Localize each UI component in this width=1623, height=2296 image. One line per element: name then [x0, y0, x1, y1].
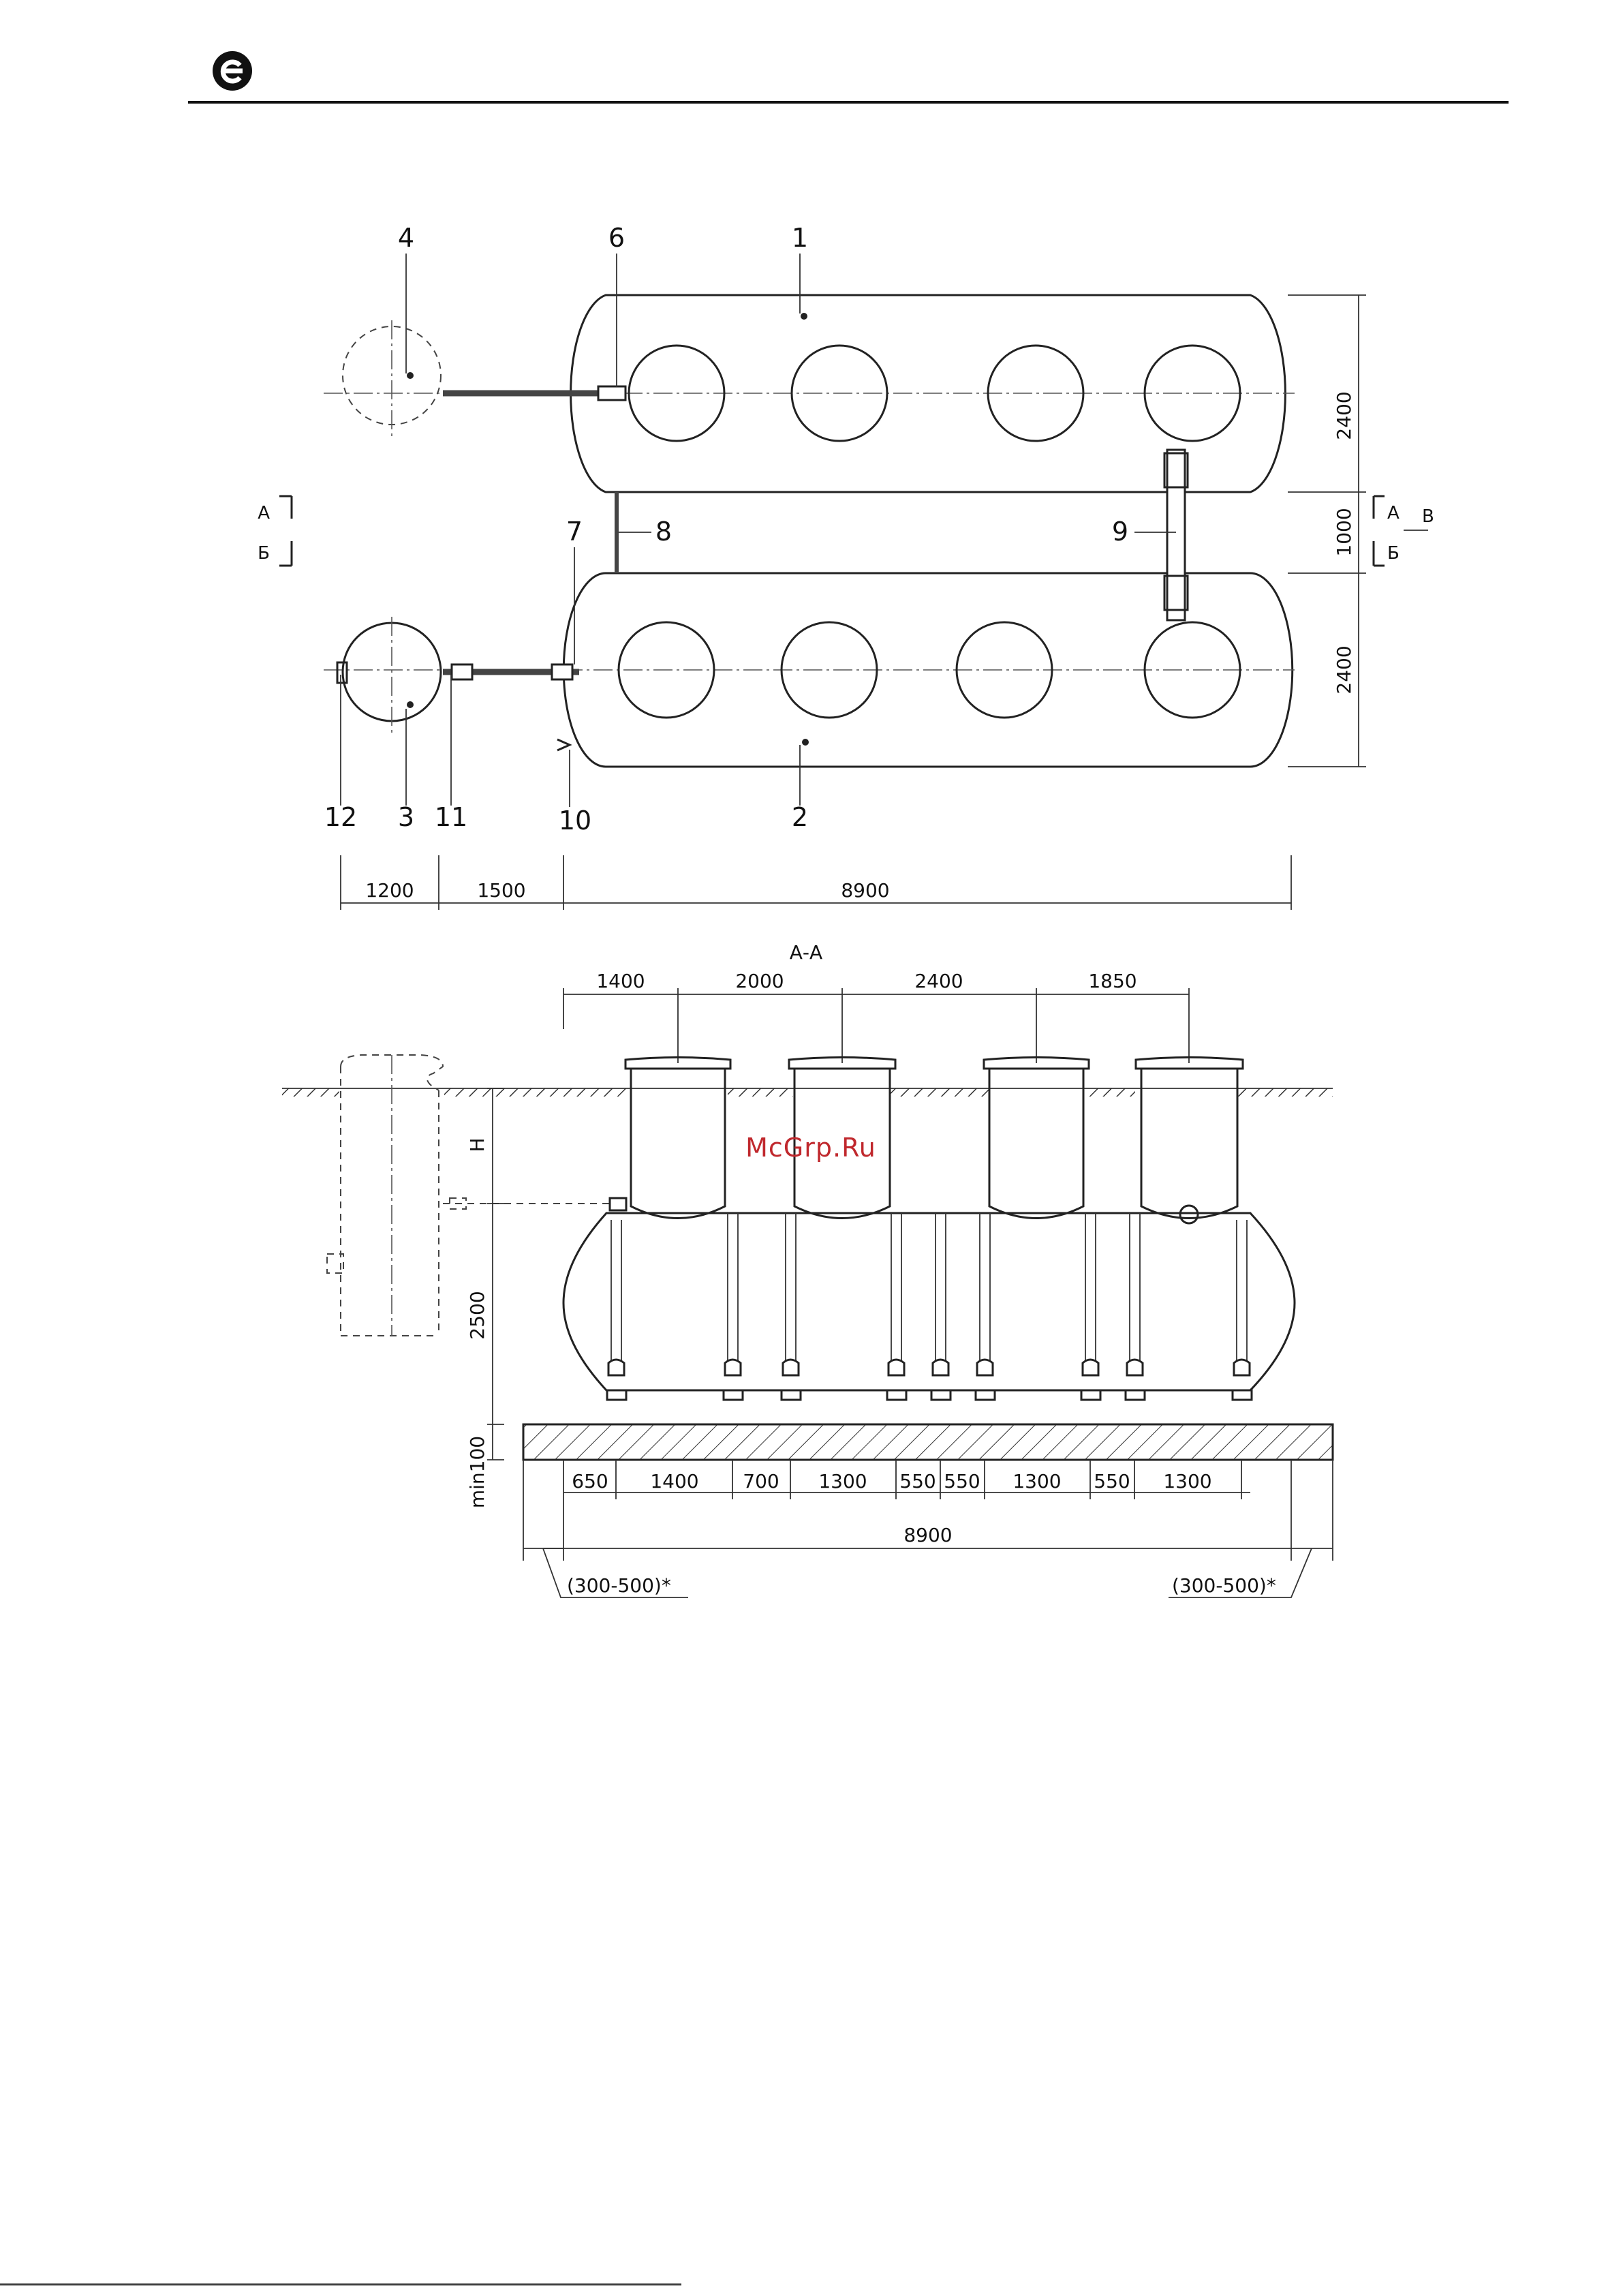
foundation-slab — [523, 1424, 1333, 1460]
section-marks-right: А Б В — [1374, 496, 1434, 566]
svg-text:2000: 2000 — [735, 970, 784, 992]
svg-text:550: 550 — [944, 1470, 980, 1493]
label-h: H — [466, 1137, 489, 1152]
callout-4: 4 — [398, 223, 414, 253]
ground-surface — [282, 1088, 1333, 1097]
svg-text:2400: 2400 — [914, 970, 963, 992]
plan-callouts: 4 6 1 7 8 9 12 3 11 10 2 — [324, 223, 1176, 836]
svg-text:А: А — [258, 503, 270, 523]
label-min100: min100 — [466, 1436, 489, 1508]
callout-11: 11 — [435, 802, 467, 832]
callout-12: 12 — [324, 802, 357, 832]
svg-text:550: 550 — [899, 1470, 936, 1493]
svg-text:1200: 1200 — [365, 879, 414, 902]
callout-9: 9 — [1112, 517, 1128, 547]
e-logo-icon — [213, 51, 252, 91]
callout-7: 7 — [566, 517, 583, 547]
total-8900: 8900 — [903, 1524, 952, 1546]
svg-text:1400: 1400 — [650, 1470, 698, 1493]
offset-right: (300-500)* — [1172, 1574, 1276, 1597]
svg-text:1300: 1300 — [818, 1470, 867, 1493]
svg-text:Б: Б — [1387, 543, 1400, 564]
callout-3: 3 — [398, 802, 414, 832]
callout-1: 1 — [792, 223, 808, 253]
svg-text:В: В — [1422, 506, 1434, 527]
svg-text:1850: 1850 — [1088, 970, 1137, 992]
svg-text:1300: 1300 — [1163, 1470, 1211, 1493]
callout-8: 8 — [655, 517, 672, 547]
plan-dims-bottom: 1200 1500 8900 — [341, 855, 1291, 910]
label-2500: 2500 — [466, 1291, 489, 1339]
svg-text:550: 550 — [1094, 1470, 1130, 1493]
svg-text:650: 650 — [572, 1470, 608, 1493]
callout-6: 6 — [608, 223, 625, 253]
offset-left: (300-500)* — [567, 1574, 671, 1597]
svg-text:2400: 2400 — [1333, 645, 1355, 694]
svg-text:700: 700 — [743, 1470, 779, 1493]
svg-text:2400: 2400 — [1333, 391, 1355, 440]
svg-text:Б: Б — [258, 543, 270, 564]
svg-text:1000: 1000 — [1333, 508, 1355, 556]
callout-2: 2 — [792, 802, 808, 832]
plan-dims-right: 2400 1000 2400 — [1288, 295, 1366, 767]
svg-text:1500: 1500 — [477, 879, 525, 902]
section-marks-left: А Б — [258, 496, 292, 566]
svg-text:А: А — [1387, 503, 1400, 523]
well-3 — [337, 617, 441, 733]
section-title: А-А — [790, 941, 822, 964]
section-dims-bottom: 650 1400 700 1300 550 550 1300 550 1300 … — [523, 1460, 1333, 1597]
pipes-plan — [443, 386, 1188, 750]
watermark: McGrp.Ru — [745, 1133, 876, 1163]
section-dims-top: 1400 2000 2400 1850 — [563, 970, 1189, 1063]
svg-text:1400: 1400 — [596, 970, 645, 992]
svg-text:8900: 8900 — [841, 879, 889, 902]
callout-10: 10 — [559, 806, 591, 836]
tank-section — [563, 1058, 1295, 1400]
svg-text:1300: 1300 — [1013, 1470, 1061, 1493]
section-dims-left: H 2500 min100 — [466, 1088, 504, 1508]
well-4-dashed — [343, 320, 441, 436]
